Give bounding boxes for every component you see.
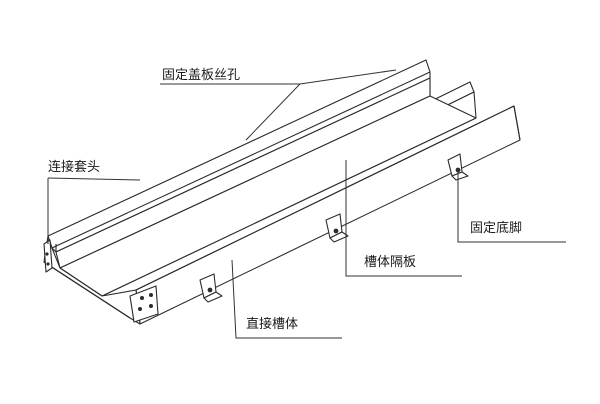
leader-straight-trough [231, 259, 342, 339]
near-wall-back-edge [513, 105, 521, 141]
sleeve-hole [140, 296, 144, 300]
sleeve-hole [149, 293, 153, 297]
label-trough-divider: 槽体隔板 [364, 255, 417, 270]
leader-cover-screw-hole-2 [299, 69, 397, 85]
fixed-foot [199, 273, 223, 303]
label-connector-sleeve: 连接套头 [48, 160, 101, 175]
label-fixed-foot: 固定底脚 [470, 221, 523, 236]
connector-sleeve-left [43, 239, 53, 273]
leader-connector-top [47, 177, 141, 181]
label-straight-trough: 直接槽体 [246, 317, 299, 332]
sleeve-hole [149, 304, 153, 308]
trough-front-base [43, 261, 131, 319]
sleeve-hole [46, 262, 50, 266]
leader-fixed-foot [457, 168, 566, 243]
fixed-foot [325, 213, 349, 243]
sleeve-hole [45, 252, 49, 256]
sleeve-hole [138, 307, 142, 311]
leader-trough-divider [345, 160, 462, 277]
label-cover-screw-hole: 固定盖板丝孔 [162, 68, 241, 83]
